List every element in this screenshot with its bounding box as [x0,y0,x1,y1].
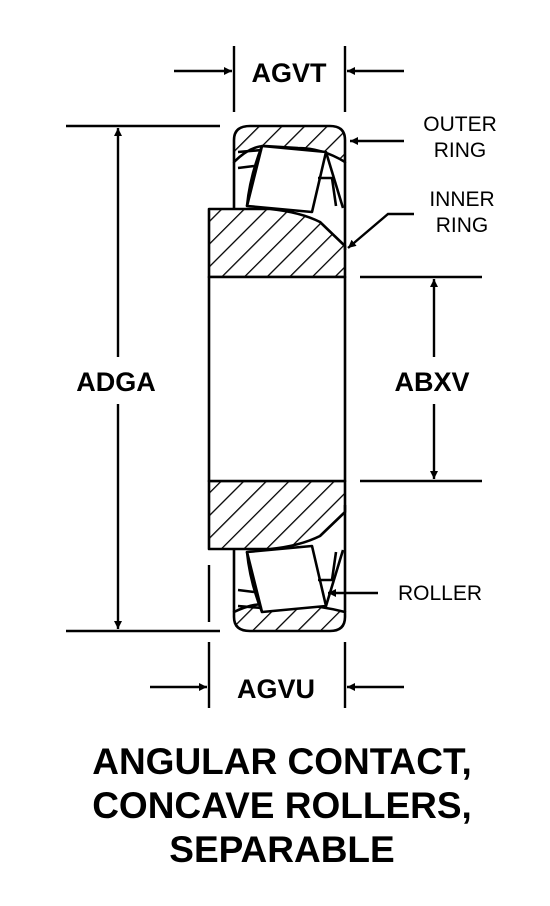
inner-ring-top [207,207,347,279]
callout-inner-ring-line1: INNER [429,188,494,211]
roller-top [237,144,345,214]
inner-ring-bottom [207,479,347,551]
callout-inner-ring-line2: RING [436,214,489,237]
callout-outer-ring-line1: OUTER [423,113,497,136]
roller-bottom [237,544,345,614]
dimension-label-agvt: AGVT [251,58,327,88]
outer-ring-top [232,124,347,164]
dimension-label-agvu: AGVU [237,674,315,704]
callout-roller: ROLLER [398,582,482,605]
caption-line-3: SEPARABLE [169,829,394,870]
dimension-label-abxv: ABXV [394,367,469,397]
caption-line-1: ANGULAR CONTACT, [92,741,472,782]
caption-line-2: CONCAVE ROLLERS, [92,785,472,826]
dimension-label-adga: ADGA [76,367,156,397]
callout-outer-ring-line2: RING [434,139,487,162]
inner-ring-bore [207,275,347,483]
